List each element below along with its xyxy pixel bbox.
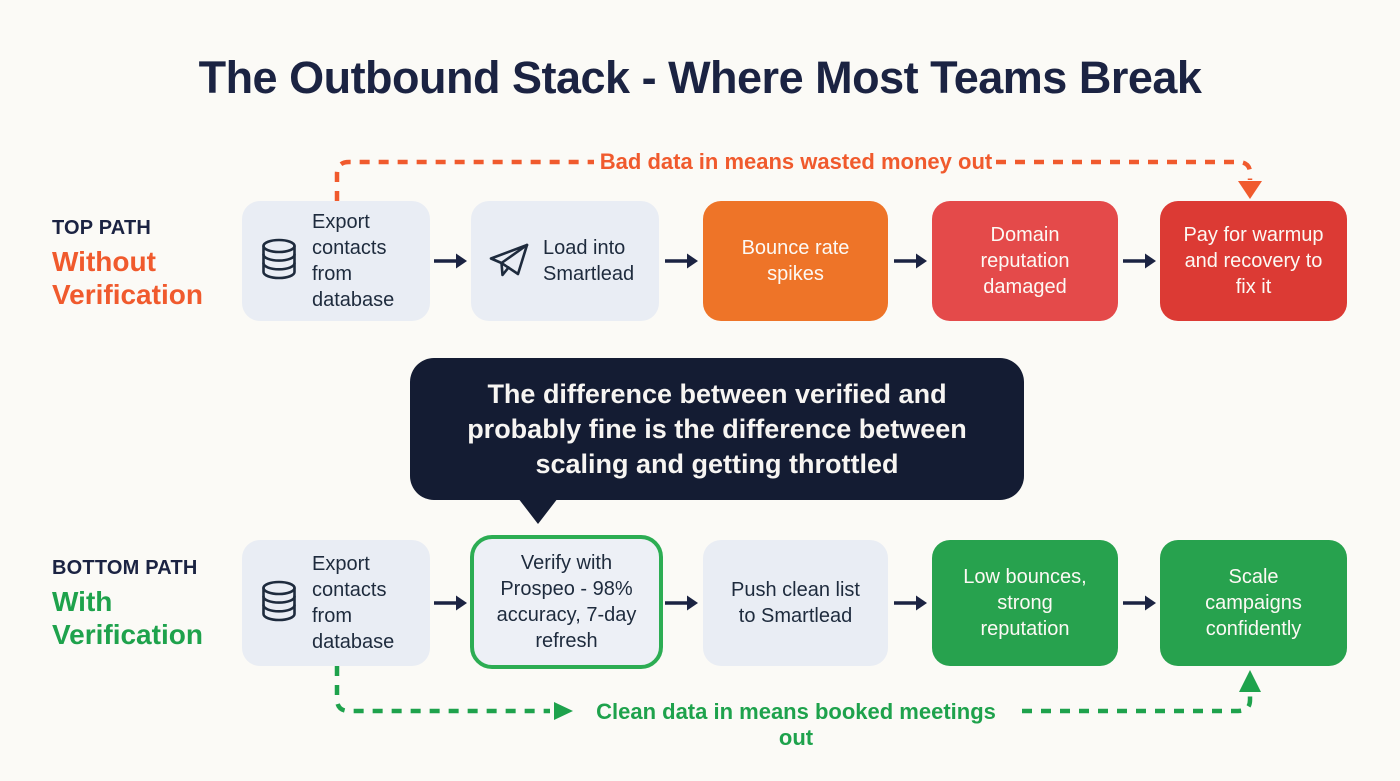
step-label: Pay for warmup and recovery to fix it (1183, 224, 1324, 298)
step-label: Bounce rate spikes (741, 237, 850, 285)
step-low-bounces: Low bounces, strong reputation (932, 540, 1118, 666)
step-label: Push clean list to Smartlead (731, 579, 860, 627)
flow-arrow-icon (1123, 595, 1156, 611)
flow-arrow-icon (894, 595, 927, 611)
step-label: Low bounces, strong reputation (963, 566, 1087, 640)
down-arrowhead-icon (1238, 181, 1262, 199)
step-bounce-rate: Bounce rate spikes (703, 201, 888, 321)
step-domain-reputation: Domain reputation damaged (932, 201, 1118, 321)
database-icon (258, 237, 300, 285)
callout-quote: The difference between verified and prob… (410, 358, 1024, 500)
bottom-path-kicker: BOTTOM PATH (52, 557, 198, 579)
step-label: Load into Smartlead (543, 237, 635, 285)
paper-plane-icon (487, 241, 531, 281)
flow-arrow-icon (434, 253, 467, 269)
step-label: Export contacts from database (312, 553, 395, 653)
step-scale-campaigns: Scale campaigns confidently (1160, 540, 1347, 666)
flow-arrow-icon (434, 595, 467, 611)
top-path-label-line2: Verification (52, 279, 203, 310)
database-icon (258, 579, 300, 627)
clean-data-dashed-line-right (1022, 694, 1253, 714)
top-path-label-line1: Without (52, 246, 156, 277)
step-label: Verify with Prospeo - 98% accuracy, 7-da… (496, 552, 637, 652)
flow-arrow-icon (894, 253, 927, 269)
step-load-smartlead: Load into Smartlead (471, 201, 659, 321)
bottom-path-label: BOTTOM PATH With Verification (52, 557, 203, 651)
right-arrowhead-icon (554, 702, 573, 720)
bad-data-caption: Bad data in means wasted money out (599, 149, 993, 174)
bad-data-dashed-line-left (334, 159, 594, 201)
step-export-database-top: Export contacts from database (242, 201, 430, 321)
up-arrowhead-icon (1239, 670, 1261, 692)
step-export-database-bottom: Export contacts from database (242, 540, 430, 666)
flow-arrow-icon (665, 253, 698, 269)
top-path-kicker: TOP PATH (52, 217, 152, 239)
clean-data-dashed-line-left (334, 666, 550, 714)
step-push-clean-list: Push clean list to Smartlead (703, 540, 888, 666)
step-verify-prospeo: Verify with Prospeo - 98% accuracy, 7-da… (470, 535, 663, 669)
clean-data-caption: Clean data in means booked meetings out (596, 699, 996, 750)
callout-line3: scaling and getting throttled (535, 448, 899, 479)
step-label: Domain reputation damaged (980, 224, 1070, 298)
step-label: Scale campaigns confidently (1205, 566, 1302, 640)
page-title: The Outbound Stack - Where Most Teams Br… (198, 52, 1202, 103)
top-path-label: TOP PATH Without Verification (52, 217, 203, 311)
callout-line2: probably fine is the difference between (467, 413, 967, 444)
bottom-path-label-line1: With (52, 586, 113, 617)
callout-tail (518, 498, 558, 524)
step-pay-warmup: Pay for warmup and recovery to fix it (1160, 201, 1347, 321)
bad-data-dashed-line-right (996, 159, 1253, 180)
flow-arrow-icon (1123, 253, 1156, 269)
callout-line1: The difference between verified and (487, 378, 947, 409)
step-label: Export contacts from database (312, 211, 395, 311)
bottom-path-label-line2: Verification (52, 619, 203, 650)
flow-arrow-icon (665, 595, 698, 611)
